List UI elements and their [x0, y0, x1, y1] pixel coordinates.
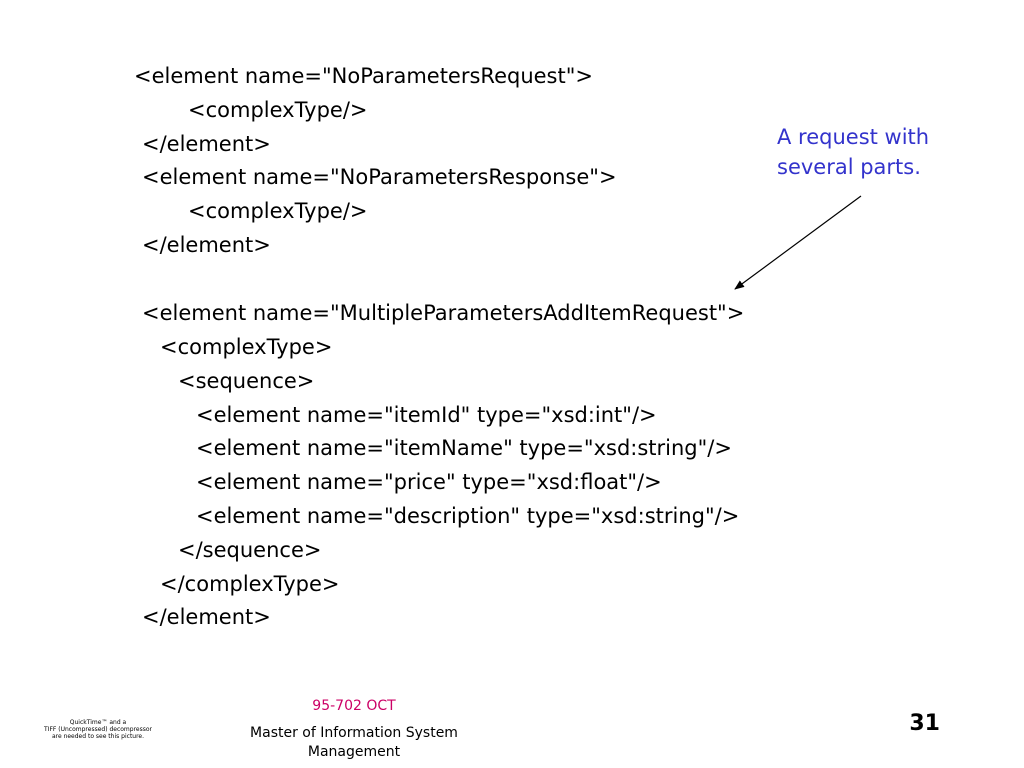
code-line-16: </element> — [142, 605, 271, 629]
footer-course-code: 95-702 OCT — [312, 698, 396, 714]
footer-program-line-2: Management — [307, 744, 401, 760]
code-line-8: <complexType> — [160, 335, 333, 359]
code-line-13: <element name="description" type="xsd:st… — [196, 504, 740, 528]
placeholder-line-2: TIFF (Uncompressed) decompressor — [44, 726, 152, 733]
placeholder-line-3: are needed to see this picture. — [51, 733, 145, 740]
page-number: 31 — [909, 711, 940, 736]
annotation-line-2: several parts. — [777, 155, 921, 179]
footer-program-line-1: Master of Information System — [250, 725, 458, 741]
code-line-12: <element name="price" type="xsd:float"/> — [196, 470, 662, 494]
annotation-callout: A request with several parts. — [777, 122, 997, 182]
code-line-7: <element name="MultipleParametersAddItem… — [142, 301, 745, 325]
footer-program-name: Master of Information System Management — [214, 724, 494, 762]
code-line-15: </complexType> — [160, 572, 340, 596]
code-line-6: </element> — [142, 233, 271, 257]
annotation-line-1: A request with — [777, 125, 930, 149]
code-line-2: <complexType/> — [188, 98, 368, 122]
code-line-9: <sequence> — [178, 369, 315, 393]
code-line-4: <element name="NoParametersResponse"> — [142, 165, 617, 189]
arrow-line — [734, 195, 862, 290]
code-line-5: <complexType/> — [188, 199, 368, 223]
code-line-1: <element name="NoParametersRequest"> — [134, 64, 593, 88]
code-line-14: </sequence> — [178, 538, 322, 562]
quicktime-placeholder-image: QuickTime™ and a TIFF (Uncompressed) dec… — [38, 719, 158, 740]
code-line-3: </element> — [142, 132, 271, 156]
code-line-11: <element name="itemName" type="xsd:strin… — [196, 436, 732, 460]
code-line-10: <element name="itemId" type="xsd:int"/> — [196, 403, 657, 427]
placeholder-line-1: QuickTime™ and a — [69, 719, 127, 726]
